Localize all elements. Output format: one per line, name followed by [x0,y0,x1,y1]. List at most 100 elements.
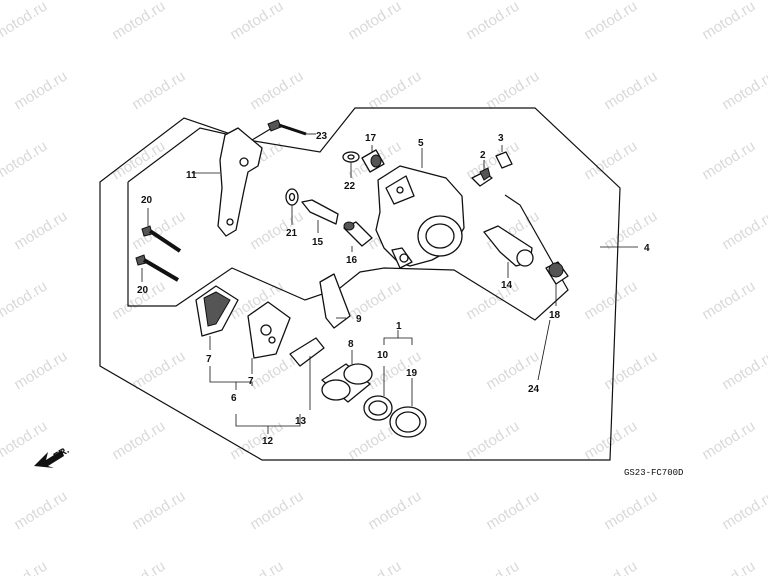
assembly-boundary-outer [99,107,621,461]
part-label-14: 14 [501,280,513,291]
watermark-text: motod.ru [11,348,70,394]
watermark-text: motod.ru [109,418,168,464]
part-label-22: 22 [344,181,356,192]
bracket-part [217,127,263,237]
front-arrow-icon [34,450,64,468]
watermark-text: motod.ru [0,418,50,464]
watermark-text: motod.ru [601,488,660,534]
part-label-7a: 7 [206,354,212,365]
watermark-text: motod.ru [719,488,768,534]
watermark-text: motod.ru [719,68,768,114]
part-label-19: 19 [406,368,418,379]
watermark-text: motod.ru [345,0,404,43]
part-label-24: 24 [528,384,540,395]
watermark-text: motod.ru [463,138,522,184]
part-label-4: 4 [644,243,650,254]
part-label-9: 9 [356,314,362,325]
part-label-16: 16 [346,255,358,266]
bolt-15 [301,199,339,233]
pin-20-upper [141,208,182,253]
watermark-text: motod.ru [345,558,404,576]
watermark-text: motod.ru [699,418,758,464]
cap-3 [495,145,513,169]
part-label-15: 15 [312,237,324,248]
watermark-text: motod.ru [365,488,424,534]
watermark-text: motod.ru [247,208,306,254]
pin-20-lower [135,254,180,282]
seal-10 [363,366,393,421]
part-label-17: 17 [365,133,377,144]
part-label-20a: 20 [141,195,153,206]
watermark-text: motod.ru [463,418,522,464]
bolt-23 [267,119,316,136]
part-label-2: 2 [480,150,486,161]
part-label-8: 8 [348,339,354,350]
caliper-body-6 [375,148,465,269]
part-label-10: 10 [377,350,389,361]
clip-9 [319,273,351,329]
sleeve-16 [343,221,373,252]
watermark-text: motod.ru [699,138,758,184]
watermark-text: motod.ru [463,558,522,576]
part-label-6: 6 [231,393,237,404]
watermark-text: motod.ru [247,488,306,534]
pad-7-left [195,285,239,350]
pin-sleeve-14 [483,225,534,278]
washer-21 [285,188,299,225]
diagram-code: GS23-FC700D [624,468,683,478]
watermark-text: motod.ru [463,0,522,43]
pad-7-right [247,301,291,374]
watermark-text: motod.ru [129,488,188,534]
watermark-text: motod.ru [581,558,640,576]
leader-24 [537,319,551,381]
watermark-text: motod.ru [0,0,50,43]
watermark-text: motod.ru [699,0,758,43]
watermark-text: motod.ru [247,68,306,114]
watermark-text: motod.ru [227,0,286,43]
watermark-text: motod.ru [483,488,542,534]
part-label-7b: 7 [248,376,254,387]
watermark-text: motod.ru [109,558,168,576]
leader-1 [383,337,413,345]
spring-13 [289,337,325,410]
boot-17 [361,145,385,173]
watermark-text: motod.ru [227,558,286,576]
watermark-text: motod.ru [0,138,50,184]
washer-22 [342,151,360,178]
watermark-text: motod.ru [129,348,188,394]
watermark-text: motod.ru [463,278,522,324]
watermark-text: motod.ru [129,208,188,254]
watermark-text: motod.ru [601,208,660,254]
watermark-text: motod.ru [109,138,168,184]
part-label-11: 11 [186,170,197,181]
leader-6 [209,366,253,386]
watermark-text: motod.ru [11,208,70,254]
part-label-20b: 20 [137,285,149,296]
bleeder-2 [471,160,493,187]
watermark-text: motod.ru [0,278,50,324]
watermark-text: motod.ru [581,278,640,324]
watermark-text: motod.ru [483,68,542,114]
part-label-18: 18 [549,310,561,321]
bracket-hole-upper [239,157,249,167]
part-label-13: 13 [295,416,307,427]
part-label-23: 23 [316,131,328,142]
watermark-text: motod.ru [601,68,660,114]
watermark-text: motod.ru [699,278,758,324]
part-label-12: 12 [262,436,274,447]
watermark-text: motod.ru [11,68,70,114]
watermark-text: motod.ru [109,0,168,43]
piston-8 [321,350,373,403]
watermark-text: motod.ru [719,208,768,254]
watermark-text: motod.ru [365,68,424,114]
part-label-1: 1 [396,321,402,332]
part-label-5: 5 [418,138,424,149]
watermark-text: motod.ru [0,558,50,576]
watermark-text: motod.ru [719,348,768,394]
watermark-text: motod.ru [699,558,758,576]
watermark-text: motod.ru [129,68,188,114]
boot-18 [545,261,569,306]
